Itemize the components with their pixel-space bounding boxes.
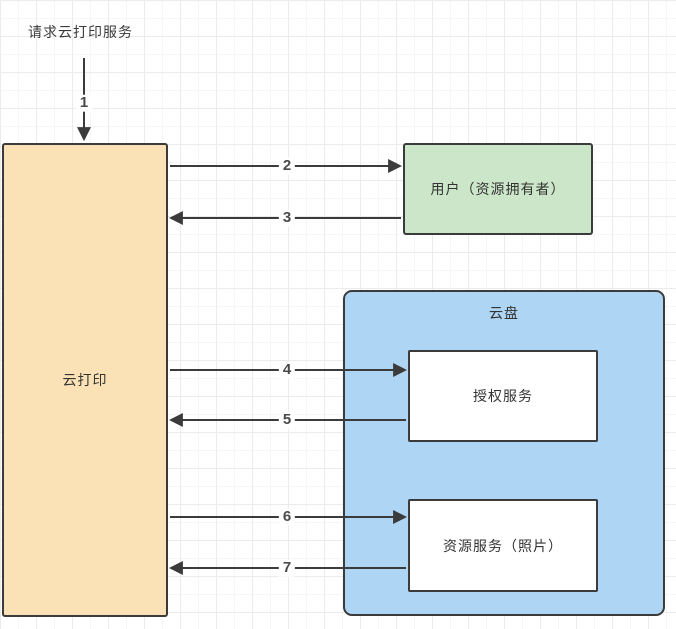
node-auth-service: 授权服务: [408, 350, 598, 442]
arrow-6-label: 6: [278, 508, 296, 526]
request-annotation: 请求云打印服务: [28, 24, 133, 40]
arrow-4-label: 4: [278, 361, 296, 379]
container-cloud-disk-label: 云盘: [489, 305, 519, 321]
node-cloud-print-label: 云打印: [62, 372, 108, 388]
arrow-5-label: 5: [278, 411, 296, 429]
node-resource-service: 资源服务（照片）: [408, 499, 598, 592]
node-user: 用户（资源拥有者）: [403, 143, 593, 235]
arrow-3-label: 3: [278, 209, 296, 227]
node-resource-service-label: 资源服务（照片）: [443, 537, 563, 554]
arrow-2-label: 2: [278, 157, 296, 175]
arrow-7-label: 7: [278, 559, 296, 577]
node-user-label: 用户（资源拥有者）: [430, 181, 566, 197]
node-auth-service-label: 授权服务: [473, 388, 533, 404]
node-cloud-print: 云打印: [2, 143, 168, 617]
arrow-1-label: 1: [75, 94, 93, 112]
